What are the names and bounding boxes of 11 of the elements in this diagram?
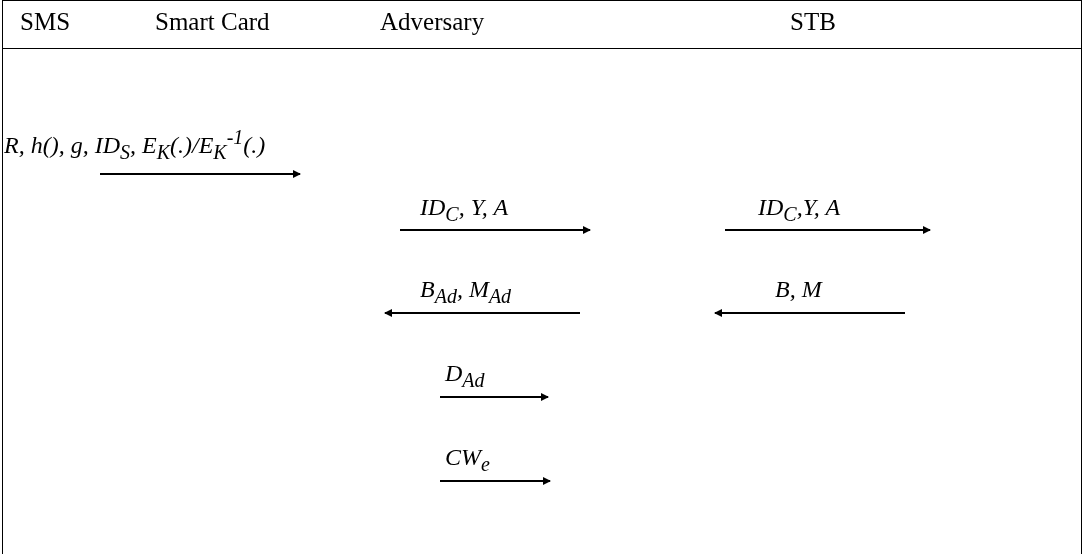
message-label: CW$_{e}$ — [445, 444, 490, 476]
column-header: Adversary — [380, 8, 485, 36]
message-label: ID$_{C}$,Y, A — [758, 194, 841, 226]
message-label: D$_{Ad}$ — [445, 360, 485, 392]
column-header: STB — [790, 8, 836, 36]
message-label: R, h(), g, ID$_{S}$, E$_{K}$(.)/E$_{K}$$^{-1}$(.) — [4, 126, 266, 164]
column-header: SMS — [20, 8, 71, 36]
message-label: B, M — [775, 276, 822, 303]
column-header: Smart Card — [155, 8, 270, 36]
message-label: ID$_{C}$, Y, A — [420, 194, 509, 226]
message-label: B$_{Ad}$, M$_{Ad}$ — [420, 276, 512, 308]
